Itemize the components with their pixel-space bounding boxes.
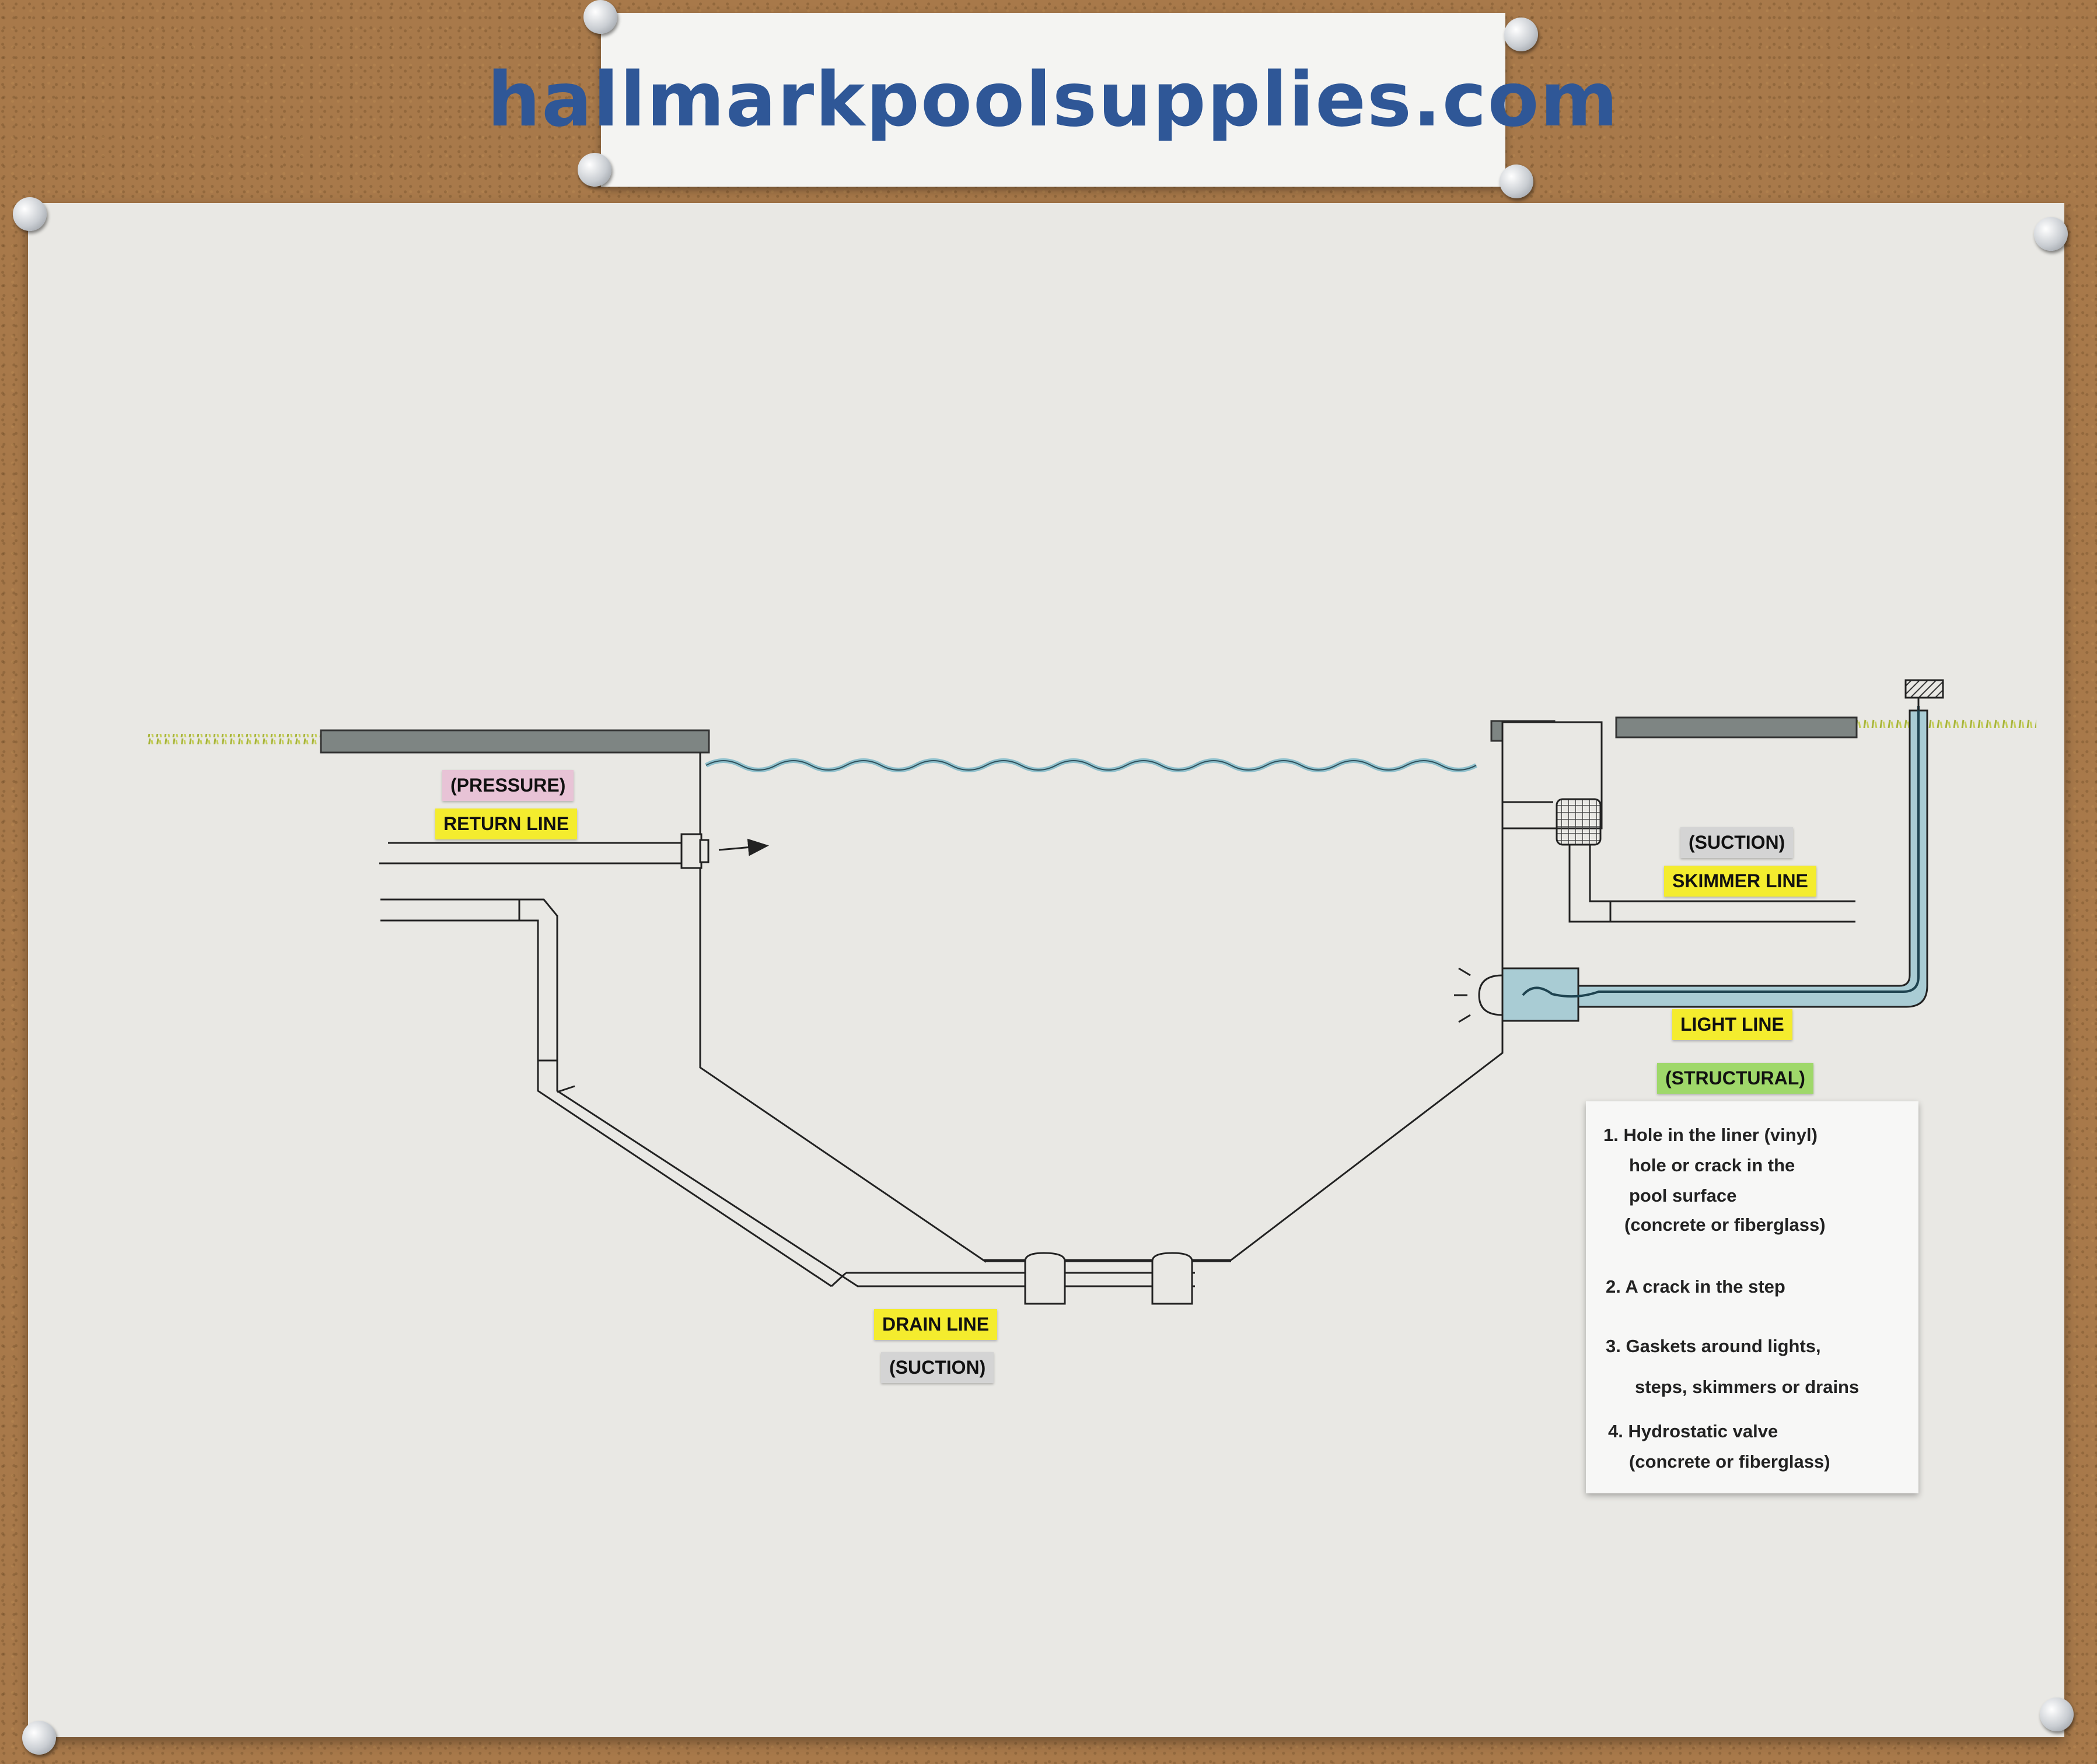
light-cord: [1522, 706, 1920, 998]
main-drain-right: [1151, 1252, 1193, 1305]
note-item-4-line-2: (concrete or fiberglass): [1629, 1451, 1830, 1472]
skimmer-pipe-inner: [1589, 845, 1855, 902]
light-ray: [1458, 1014, 1471, 1023]
note-item-3-line-1: 3. Gaskets around lights,: [1606, 1336, 1821, 1356]
flow-arrow: [718, 838, 769, 856]
website-url: hallmarkpoolsupplies.com: [487, 56, 1619, 144]
grass-right: [1855, 719, 2036, 729]
light-fixture-icon: [1478, 974, 1504, 1016]
drain-line-label: DRAIN LINE: [874, 1309, 998, 1340]
junction-box-icon: [1904, 679, 1944, 699]
pushpin-icon: [13, 197, 47, 231]
return-line-label: RETURN LINE: [435, 808, 578, 839]
skimmer-suction-label: (SUCTION): [1680, 827, 1794, 858]
pressure-label: (PRESSURE): [442, 770, 574, 801]
return-nozzle: [699, 839, 710, 863]
drain-pipe-inner: [380, 919, 832, 1287]
drain-suction-label: (SUCTION): [881, 1352, 994, 1383]
main-drain-left: [1024, 1252, 1066, 1305]
note-item-4-line-1: 4. Hydrostatic valve: [1608, 1421, 1778, 1441]
pushpin-icon: [578, 153, 611, 187]
note-item-3-line-2: steps, skimmers or drains: [1635, 1377, 1860, 1397]
water-surface-line: [705, 760, 1477, 771]
pushpin-icon: [2034, 217, 2068, 251]
website-banner: hallmarkpoolsupplies.com: [487, 13, 1618, 187]
note-item-1-line-4: (concrete or fiberglass): [1624, 1214, 1826, 1235]
pushpin-icon: [22, 1721, 56, 1755]
drain-pipe-joint: [557, 1085, 575, 1093]
note-item-2: 2. A crack in the step: [1606, 1276, 1785, 1297]
leak-causes-note: 1. Hole in the liner (vinyl) hole or cra…: [1586, 1101, 1918, 1493]
skimmer-line-label: SKIMMER LINE: [1664, 866, 1816, 897]
light-ray: [1458, 967, 1471, 977]
light-conduit: [1577, 709, 1928, 1008]
light-line-label: LIGHT LINE: [1672, 1009, 1792, 1040]
note-item-1-line-1: 1. Hole in the liner (vinyl): [1603, 1125, 1818, 1145]
drain-pipe-joint: [830, 1272, 847, 1287]
note-item-1-line-2: hole or crack in the: [1629, 1155, 1795, 1175]
deck-right-b: [1615, 716, 1858, 738]
pushpin-icon: [583, 0, 617, 34]
skimmer-pipe-outer: [1568, 845, 1855, 923]
pushpin-icon: [2040, 1698, 2074, 1731]
skimmer-basket-icon: [1556, 798, 1602, 846]
grass-left: [146, 734, 321, 744]
pool-wall: [699, 736, 1504, 1263]
light-niche: [1501, 967, 1579, 1022]
deck-left: [320, 729, 710, 754]
pushpin-icon: [1504, 18, 1538, 51]
return-fitting: [680, 833, 703, 869]
note-item-1-line-3: pool surface: [1629, 1185, 1737, 1206]
pushpin-icon: [1500, 164, 1533, 198]
structural-label: (STRUCTURAL): [1657, 1063, 1813, 1094]
drain-pipe-outer: [380, 898, 1195, 1287]
